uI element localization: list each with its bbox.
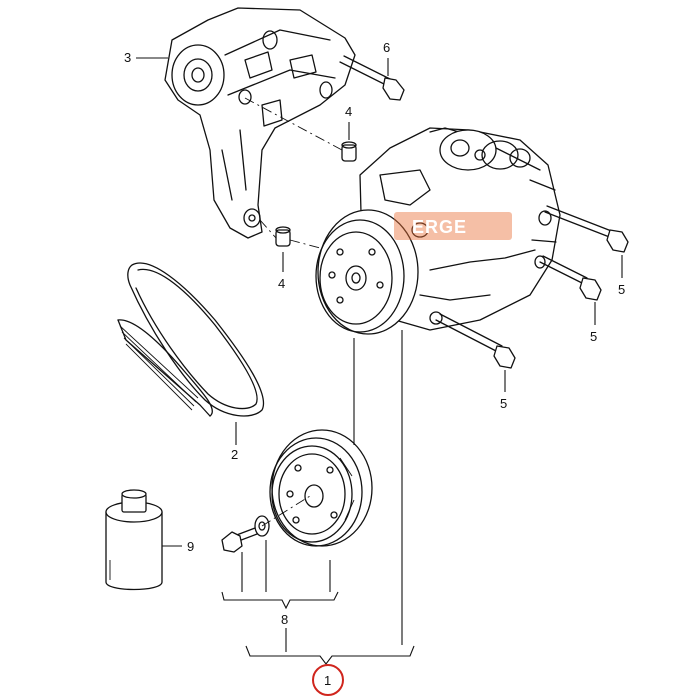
callout-5-lower: 5 xyxy=(500,396,507,411)
spacer-sleeve-upper xyxy=(341,122,357,162)
callout-3: 3 xyxy=(124,50,131,65)
callout-1: 1 xyxy=(324,673,331,688)
compressor-pulley xyxy=(315,209,419,335)
bolt-part-5-lower xyxy=(435,313,516,392)
bolt-part-6 xyxy=(339,55,405,101)
alignment-lines xyxy=(244,97,343,249)
spacer-sleeve-lower xyxy=(275,226,291,272)
callout-1-highlight: 1 xyxy=(312,664,344,696)
bolt-part-5-upper xyxy=(544,205,629,278)
callout-4-upper: 4 xyxy=(345,104,352,119)
callout-9: 9 xyxy=(187,539,194,554)
callout-6: 6 xyxy=(383,40,390,55)
compressor-bracket xyxy=(164,7,356,239)
callout-4-lower: 4 xyxy=(278,276,285,291)
center-bolt xyxy=(221,495,311,553)
group-bracket-1 xyxy=(245,330,415,665)
watermark-text: ERGE xyxy=(412,217,467,237)
callout-5-middle: 5 xyxy=(590,329,597,344)
group-bracket-8 xyxy=(221,540,339,652)
callout-8: 8 xyxy=(281,612,288,627)
watermark-stamp: ERGE xyxy=(394,212,512,240)
clutch-pulley xyxy=(269,429,373,547)
poly-v-belt xyxy=(117,262,265,445)
oil-bottle xyxy=(105,489,182,591)
bolt-part-5-middle xyxy=(539,255,602,325)
callout-5-upper: 5 xyxy=(618,282,625,297)
callout-2: 2 xyxy=(231,447,238,462)
